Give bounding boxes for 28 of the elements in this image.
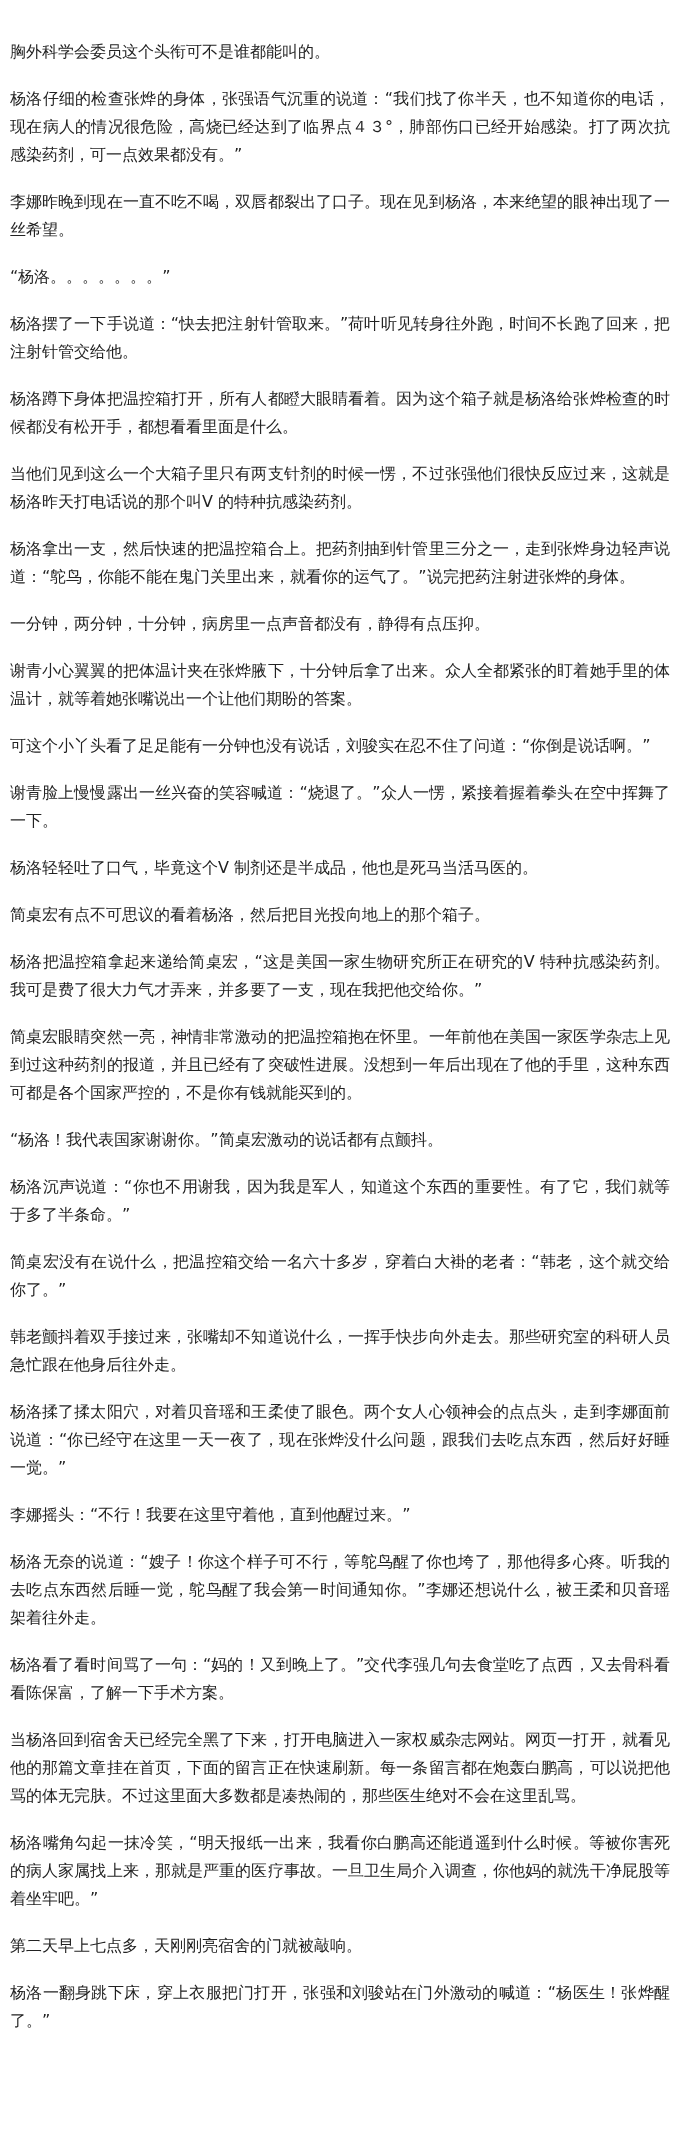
paragraph: 简桌宏眼睛突然一亮，神情非常激动的把温控箱抱在怀里。一年前他在美国一家医学杂志上见到过这种药剂的报道，并且已经有了突破性进展。没想到一年后出现在了他的手里，这种东西可都是各个国家严控的，不是你有钱就能买到的。 — [10, 1026, 670, 1104]
paragraph: “杨洛！我代表国家谢谢你。”简桌宏激动的说话都有点颤抖。 — [10, 1129, 444, 1151]
paragraph: 第二天早上七点多，天刚刚亮宿舍的门就被敲响。 — [10, 1935, 363, 1957]
paragraph: 杨洛轻轻吐了口气，毕竟这个V 制剂还是半成品，他也是死马当活马医的。 — [10, 857, 540, 879]
paragraph: 杨洛摆了一下手说道：“快去把注射针管取来。”荷叶听见转身往外跑，时间不长跑了回来，把注射针管交给他。 — [10, 313, 670, 363]
paragraph: 杨洛揉了揉太阳穴，对着贝音瑶和王柔使了眼色。两个女人心领神会的点点头，走到李娜面前说道：“你已经守在这里一天一夜了，现在张烨没什么问题，跟我们去吃点东西，然后好好睡一觉。” — [10, 1401, 670, 1479]
paragraph: “杨洛。。。。。。。” — [10, 266, 172, 288]
paragraph: 谢青脸上慢慢露出一丝兴奋的笑容喊道：“烧退了。”众人一愣，紧接着握着拳头在空中挥舞了一下。 — [10, 782, 670, 832]
paragraph: 杨洛沉声说道：“你也不用谢我，因为我是军人，知道这个东西的重要性。有了它，我们就等于多了半条命。” — [10, 1176, 670, 1226]
paragraph: 杨洛拿出一支，然后快速的把温控箱合上。把药剂抽到针管里三分之一，走到张烨身边轻声说道：“鸵鸟，你能不能在鬼门关里出来，就看你的运气了。”说完把药注射进张烨的身体。 — [10, 538, 670, 588]
paragraph: 杨洛无奈的说道：“嫂子！你这个样子可不行，等鸵鸟醒了你也垮了，那他得多心疼。听我的去吃点东西然后睡一觉，鸵鸟醒了我会第一时间通知你。”李娜还想说什么，被王柔和贝音瑶架着往外走。 — [10, 1551, 670, 1629]
paragraph: 杨洛一翻身跳下床，穿上衣服把门打开，张强和刘骏站在门外激动的喊道：“杨医生！张烨醒了。” — [10, 1982, 670, 2032]
paragraph: 胸外科学会委员这个头衔可不是谁都能叫的。 — [10, 41, 331, 63]
paragraph: 可这个小丫头看了足足能有一分钟也没有说话，刘骏实在忍不住了问道：“你倒是说话啊。” — [10, 735, 652, 757]
paragraph: 李娜摇头：“不行！我要在这里守着他，直到他醒过来。” — [10, 1504, 412, 1526]
paragraph: 简桌宏没有在说什么，把温控箱交给一名六十多岁，穿着白大褂的老者：“韩老，这个就交给你了。” — [10, 1251, 670, 1301]
paragraph: 杨洛把温控箱拿起来递给简桌宏，“这是美国一家生物研究所正在研究的V 特种抗感染药剂。我可是费了很大力气才弄来，并多要了一支，现在我把他交给你。” — [10, 951, 670, 1001]
paragraph: 当他们见到这么一个大箱子里只有两支针剂的时候一愣，不过张强他们很快反应过来，这就是杨洛昨天打电话说的那个叫V 的特种抗感染药剂。 — [10, 463, 670, 513]
paragraph: 李娜昨晚到现在一直不吃不喝，双唇都裂出了口子。现在见到杨洛，本来绝望的眼神出现了一丝希望。 — [10, 191, 670, 241]
paragraph: 杨洛仔细的检查张烨的身体，张强语气沉重的说道：“我们找了你半天，也不知道你的电话，现在病人的情况很危险，高烧已经达到了临界点４３°，肺部伤口已经开始感染。打了两次抗感染药剂，可一点效果都没有。” — [10, 88, 670, 166]
paragraph: 杨洛看了看时间骂了一句：“妈的！又到晚上了。”交代李强几句去食堂吃了点西，又去骨科看看陈保富，了解一下手术方案。 — [10, 1654, 670, 1704]
paragraph: 一分钟，两分钟，十分钟，病房里一点声音都没有，静得有点压抑。 — [10, 613, 491, 635]
paragraph: 简桌宏有点不可思议的看着杨洛，然后把目光投向地上的那个箱子。 — [10, 904, 491, 926]
paragraph: 谢青小心翼翼的把体温计夹在张烨腋下，十分钟后拿了出来。众人全都紧张的盯着她手里的体温计，就等着她张嘴说出一个让他们期盼的答案。 — [10, 660, 670, 710]
paragraph: 杨洛蹲下身体把温控箱打开，所有人都瞪大眼睛看着。因为这个箱子就是杨洛给张烨检查的时候都没有松开手，都想看看里面是什么。 — [10, 388, 670, 438]
paragraph: 杨洛嘴角勾起一抹冷笑，“明天报纸一出来，我看你白鹏高还能逍遥到什么时候。等被你害死的病人家属找上来，那就是严重的医疗事故。一旦卫生局介入调查，你他妈的就洗干净屁股等着坐牢吧。” — [10, 1832, 670, 1910]
paragraph: 当杨洛回到宿舍天已经完全黑了下来，打开电脑进入一家权威杂志网站。网页一打开，就看见他的那篇文章挂在首页，下面的留言正在快速刷新。每一条留言都在炮轰白鹏高，可以说把他骂的体无完肤。不过这里面大多数都是凑热闹的，那些医生绝对不会在这里乱骂。 — [10, 1729, 670, 1807]
paragraph: 韩老颤抖着双手接过来，张嘴却不知道说什么，一挥手快步向外走去。那些研究室的科研人员急忙跟在他身后往外走。 — [10, 1326, 670, 1376]
